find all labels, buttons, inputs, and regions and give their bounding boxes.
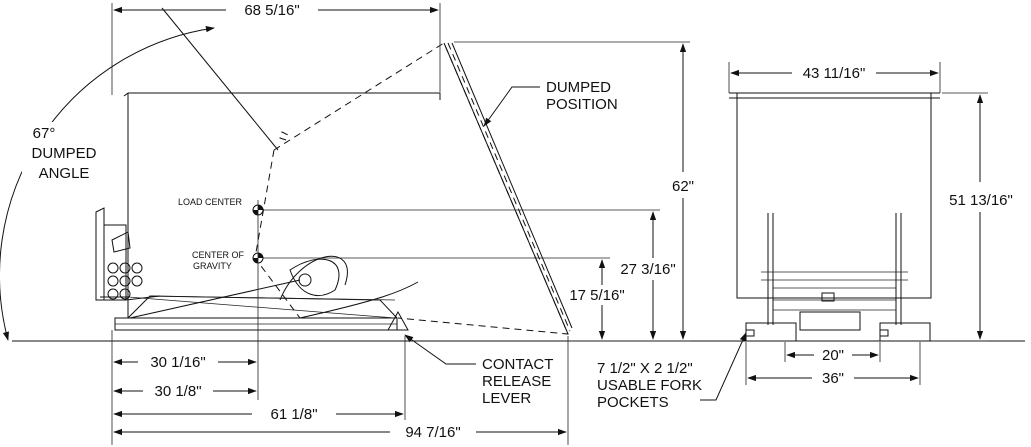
dumped-position-leader	[483, 86, 540, 127]
load-center-label: LOAD CENTER	[178, 197, 243, 207]
dim-overall-length: 68 5/16"	[244, 2, 299, 19]
dumped-angle-label-2: ANGLE	[39, 165, 90, 182]
fork-pockets-label-3: POCKETS	[597, 394, 669, 411]
fork-pockets-leader	[700, 332, 747, 401]
dim-width-top: 43 11/16"	[803, 65, 866, 82]
dumped-angle-label-1: DUMPED	[31, 145, 96, 162]
dim-release-lever-dist: 61 1/8"	[270, 406, 317, 423]
fork-pockets-label-2: USABLE FORK	[597, 377, 702, 394]
cg-label-1: CENTER OF	[192, 250, 245, 260]
dim-dumped-tip-dist: 94 7/16"	[405, 424, 460, 441]
fork-pockets-label-1: 7 1/2" X 2 1/2"	[597, 360, 693, 377]
dim-load-center-height: 27 3/16"	[620, 261, 675, 278]
release-lever-leader	[404, 334, 476, 365]
dim-dumped-height: 62"	[672, 178, 694, 195]
dumped-position-label-1: DUMPED	[546, 79, 611, 96]
cg-label-2: GRAVITY	[193, 261, 232, 271]
hopper-pivot-bracket	[279, 255, 348, 301]
dim-load-center-dist: 30 1/16"	[150, 354, 205, 371]
dim-cg-dist: 30 1/8"	[154, 383, 201, 400]
dumped-position-label-2: POSITION	[546, 96, 618, 113]
release-lever-label-1: CONTACT	[482, 356, 553, 373]
release-lever	[387, 310, 409, 331]
dim-pocket-inner: 20"	[822, 347, 844, 364]
front-view-hopper	[729, 92, 940, 342]
front-hopper-body	[736, 92, 932, 299]
swing-line	[161, 7, 279, 151]
pivot-pin	[298, 273, 312, 287]
dim-pocket-outer: 36"	[822, 370, 844, 387]
side-view-hopper	[95, 7, 573, 335]
dim-cg-height: 17 5/16"	[569, 287, 624, 304]
release-lever-label-2: RELEASE	[482, 373, 551, 390]
dumped-angle-value: 67°	[33, 125, 56, 142]
release-lever-label-3: LEVER	[482, 390, 531, 407]
dim-overall-height: 51 13/16"	[949, 192, 1013, 209]
